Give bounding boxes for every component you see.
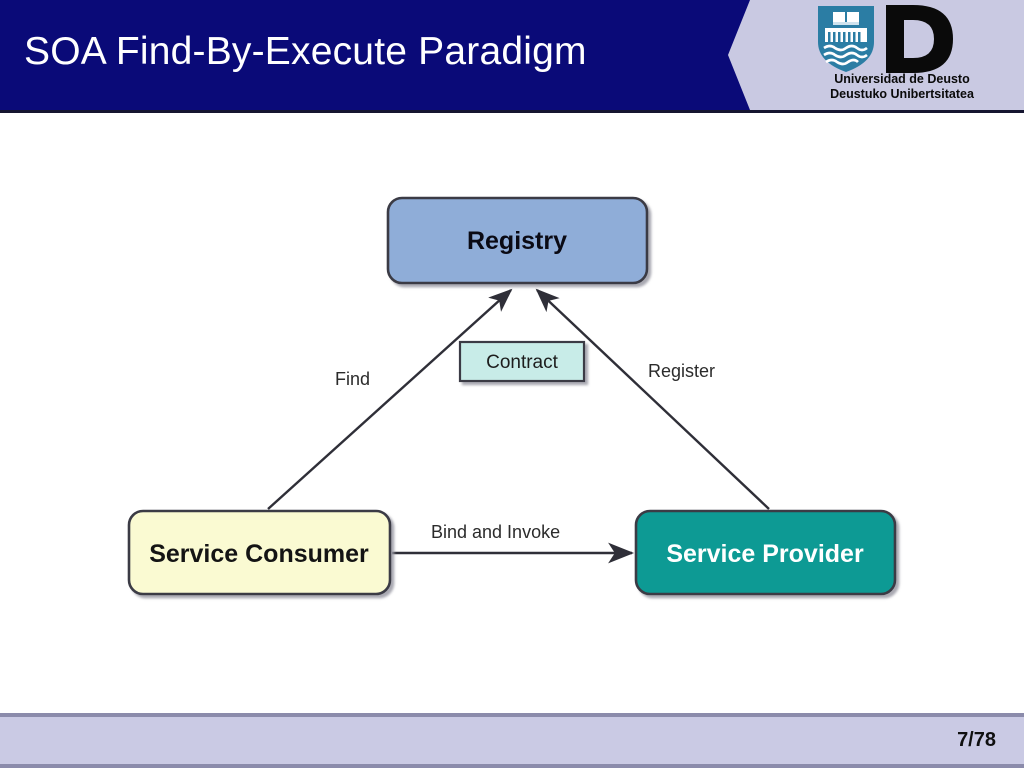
- node-service-provider-label: Service Provider: [666, 540, 864, 568]
- page-number: 7/78: [957, 729, 996, 751]
- node-service-consumer[interactable]: Service Consumer: [127, 509, 392, 596]
- slide-header: SOA Find-By-Execute Paradigm: [0, 0, 1024, 113]
- page-title: SOA Find-By-Execute Paradigm: [24, 30, 587, 73]
- brand-panel: [728, 0, 1024, 110]
- soa-paradigm-diagram: Find Register Bind and Invoke Registry C…: [127, 196, 897, 596]
- university-logo: Universidad de Deusto Deustuko Unibertsi…: [812, 4, 992, 108]
- node-registry[interactable]: Registry: [386, 196, 649, 285]
- node-registry-box[interactable]: [386, 196, 649, 285]
- node-registry-label: Registry: [467, 227, 567, 255]
- deusto-logo-mark: [818, 5, 953, 73]
- node-contract-box[interactable]: [458, 340, 586, 383]
- node-contract[interactable]: Contract: [458, 340, 586, 383]
- node-contract-label: Contract: [486, 352, 559, 373]
- footer-band: [0, 717, 1024, 764]
- node-service-provider[interactable]: Service Provider: [634, 509, 897, 596]
- edge-find: [267, 288, 513, 510]
- node-service-consumer-label: Service Consumer: [149, 540, 369, 568]
- node-service-provider-box[interactable]: [634, 509, 897, 596]
- deusto-shield-icon: [818, 6, 874, 72]
- edge-label-find: Find: [335, 369, 370, 389]
- edge-register: [535, 288, 770, 510]
- edge-label-bind-and-invoke: Bind and Invoke: [431, 522, 560, 542]
- header-divider-rule: [0, 110, 1024, 113]
- university-name: Universidad de Deusto Deustuko Unibertsi…: [804, 72, 1000, 102]
- university-name-line1: Universidad de Deusto: [834, 72, 970, 86]
- deusto-letter-d-icon: [886, 5, 953, 73]
- footer-top-rule: [0, 713, 1024, 717]
- university-name-line2: Deustuko Unibertsitatea: [830, 87, 974, 101]
- diagram-edges: [267, 288, 770, 564]
- node-service-consumer-box[interactable]: [127, 509, 392, 596]
- slide-body: Find Register Bind and Invoke Registry C…: [0, 113, 1024, 713]
- slide-footer: 7/78: [0, 713, 1024, 768]
- edge-label-register: Register: [648, 361, 715, 381]
- footer-bottom-rule: [0, 764, 1024, 768]
- diagram-edge-labels: Find Register Bind and Invoke: [335, 361, 715, 542]
